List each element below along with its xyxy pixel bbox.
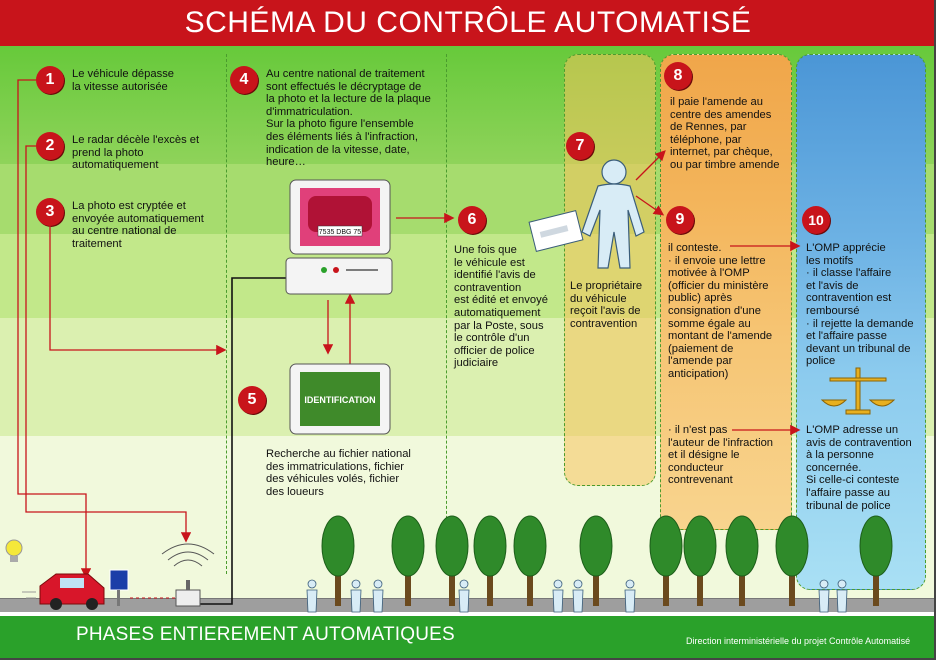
step-1-badge: 1 <box>36 66 64 94</box>
step-9-text: il conteste. · il envoie une lettre moti… <box>668 242 773 380</box>
divider <box>226 54 227 574</box>
road <box>0 598 934 612</box>
step-3-text: La photo est cryptée et envoyée automati… <box>72 200 204 250</box>
divider <box>446 54 447 534</box>
page-title: SCHÉMA DU CONTRÔLE AUTOMATISÉ <box>0 0 934 46</box>
payment-column <box>660 54 792 530</box>
step-10-extra-text: L'OMP adresse un avis de contravention à… <box>806 424 912 512</box>
step-5-badge: 5 <box>238 386 266 414</box>
step-6-text: Une fois que le véhicule est identifié l… <box>454 244 548 370</box>
owner-column <box>564 54 656 486</box>
step-8-text: il paie l'amende au centre des amendes d… <box>670 96 780 171</box>
footer-phases-label: PHASES ENTIEREMENT AUTOMATIQUES <box>76 624 455 645</box>
step-7-badge: 7 <box>566 132 594 160</box>
footer-bar <box>0 616 934 658</box>
step-2-badge: 2 <box>36 132 64 160</box>
step-2-text: Le radar décèle l'excès et prend la phot… <box>72 134 200 172</box>
step-9-extra-text: · il n'est pas l'auteur de l'infraction … <box>668 424 774 487</box>
step-1-text: Le véhicule dépasse la vitesse autorisée <box>72 68 175 93</box>
step-4-badge: 4 <box>230 66 258 94</box>
step-9-badge: 9 <box>666 206 694 234</box>
step-8-badge: 8 <box>664 62 692 90</box>
step-10-text: L'OMP apprécie les motifs · il classe l'… <box>806 242 914 368</box>
step-7-text: Le propriétaire du véhicule reçoit l'avi… <box>570 280 643 330</box>
step-6-badge: 6 <box>458 206 486 234</box>
step-4-text: Au centre national de traitement sont ef… <box>266 68 431 169</box>
omp-column <box>796 54 926 590</box>
footer-credit: Direction interministérielle du projet C… <box>686 636 911 646</box>
step-5-text: Recherche au fichier national des immatr… <box>266 448 411 498</box>
step-3-badge: 3 <box>36 198 64 226</box>
step-10-badge: 10 <box>802 206 830 234</box>
